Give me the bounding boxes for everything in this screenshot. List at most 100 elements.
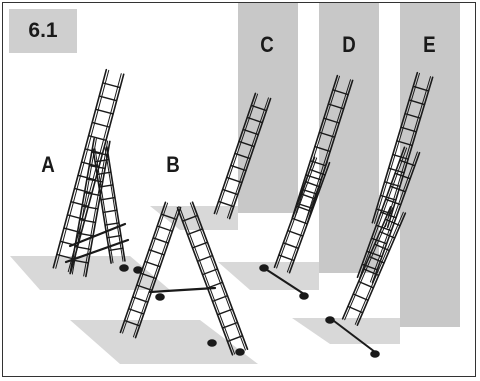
ladder-e-lower-rail [341, 206, 392, 320]
ladder-b-rear-rung [196, 254, 214, 262]
ladder-d-lower-rung [300, 193, 317, 201]
ladder-a-brace [68, 222, 127, 248]
ladder-b-front-rung [132, 296, 149, 303]
ladder-e-upper-rung [400, 126, 417, 133]
ladder-c-rung [217, 200, 235, 208]
ladder-d-upper-rung [309, 160, 327, 167]
ladder-e-middle-rung [370, 237, 388, 245]
ladder-a-rear-rung [94, 158, 110, 163]
floor-shadow-d [218, 262, 319, 290]
ladder-c-rung [242, 128, 259, 136]
ladder-d-stabilizer [263, 267, 305, 295]
ladder-b-front-rung [144, 260, 161, 268]
ladder-b-front-rung [160, 213, 178, 221]
ladder-d-upper-rung [314, 145, 331, 153]
ladder-a-foot [119, 264, 129, 272]
ladder-e-middle-rung [361, 263, 378, 271]
ladder-b-front-rail-inner [132, 206, 179, 338]
wall-column-e [400, 3, 460, 327]
ladder-e-lower-rung [357, 280, 375, 289]
ladder-e-lower-rail [356, 212, 407, 326]
ladder-e-middle-rung [389, 185, 407, 193]
ladder-b-rear-rung [226, 335, 244, 343]
ladder-e-upper-rung [375, 208, 393, 215]
ladder-e-lower-rail-inner [344, 207, 394, 321]
ladder-d-foot [299, 292, 309, 300]
ladder-b-rear-rung [201, 268, 219, 276]
ladder-a-rear-rail-inner [94, 148, 114, 264]
ladder-b-front-rung [156, 225, 174, 232]
ladder-b-front-rung [148, 248, 165, 256]
ladder-a-back-rung [56, 253, 75, 260]
ladder-b-rear-rail-inner [189, 202, 246, 351]
ladder-drawings [52, 68, 434, 358]
ladder-d-upper-rung [332, 89, 349, 96]
ladder-e-upper-rung [408, 99, 426, 106]
ladder-a-rear-rung [98, 184, 114, 188]
ladder-b-front-rung [136, 284, 153, 292]
ladder-a-back-rung [87, 134, 107, 142]
ladder-a-front-rung [81, 205, 99, 210]
ladder-a-rear-rung [106, 234, 122, 239]
ladder-b-rear-rail [191, 201, 249, 350]
ladder-a-front-rung [74, 245, 92, 251]
ladder-e-upper-rung [379, 194, 397, 201]
ladder-e-upper-rung [396, 140, 413, 147]
ladder-d-upper-rung [323, 117, 340, 124]
ladder-e-upper-rung [412, 85, 430, 92]
ladder-a-front-rung [83, 191, 101, 197]
ladder-a-back-rail [52, 68, 108, 269]
ladder-e-upper-rung [404, 112, 422, 119]
label-b: B [166, 152, 180, 177]
ladder-e-stabilizer [329, 317, 376, 353]
label-c: C [260, 32, 274, 57]
ladder-d-upper-rung [327, 103, 345, 110]
ladder-d-lower-rung [278, 254, 295, 262]
ladder-a-rear-rung [100, 196, 116, 201]
label-e: E [423, 32, 436, 57]
ladder-b-rear-rung [221, 321, 239, 329]
ladder-d-upper-rung [305, 174, 322, 181]
ladder-b-rear-rail [176, 207, 234, 356]
ladder-b-foot [235, 348, 245, 356]
label-d: D [342, 32, 356, 57]
ladder-a-back-rail-inner [55, 69, 110, 269]
ladder-c-rung [221, 188, 239, 196]
ladder-b-front-rung [152, 237, 169, 244]
ladder-a-rear-rung [104, 222, 120, 226]
ladder-b-foot [207, 339, 217, 347]
ladder-a-back-rung [91, 121, 111, 128]
ladder-c-rung [226, 176, 243, 184]
ladder-b-front-rung [140, 272, 157, 280]
ladder-a-rear-rung [102, 209, 118, 214]
floor-shadow-b [70, 320, 258, 364]
ladder-a-brace [64, 238, 130, 264]
ladder-d-lower-rung [282, 242, 300, 249]
ladder-a-back-rung [73, 187, 93, 194]
ladder-a-front-rung [79, 218, 97, 224]
ladder-d-upper-rung [296, 202, 313, 209]
ladder-a-back-rung [102, 82, 121, 89]
ladder-d-foot [259, 264, 269, 272]
ladder-b-front-rung [127, 308, 145, 315]
ladder-c-rung [230, 164, 247, 172]
ladder-e-lower-rung [368, 255, 385, 264]
ladder-a-rear-rung [96, 171, 112, 176]
ladder-e-lower-rung [352, 293, 369, 301]
ladder-d-lower-rung [287, 229, 304, 237]
floor-shadow-a [10, 256, 170, 290]
ladder-d-upper-rung [318, 131, 336, 138]
ladder-b-rear-rung [191, 241, 209, 249]
ladder-b-rear-rail-inner [179, 206, 236, 355]
ladder-e-lower-rung [347, 305, 364, 314]
ladder-a-rear-rung [108, 247, 124, 252]
label-a: A [41, 152, 55, 177]
ladder-d-lower-rung [304, 181, 322, 188]
ladder-b-foot [155, 293, 165, 301]
ladder-e-upper-rail-inner [373, 72, 420, 224]
ladder-e-middle-rung [375, 224, 393, 232]
ladder-a-front-rung [71, 259, 89, 264]
ladder-e-upper-rung [388, 167, 405, 174]
ladder-b-rear-rung [211, 295, 229, 303]
ladder-a-front-rung [76, 232, 94, 237]
